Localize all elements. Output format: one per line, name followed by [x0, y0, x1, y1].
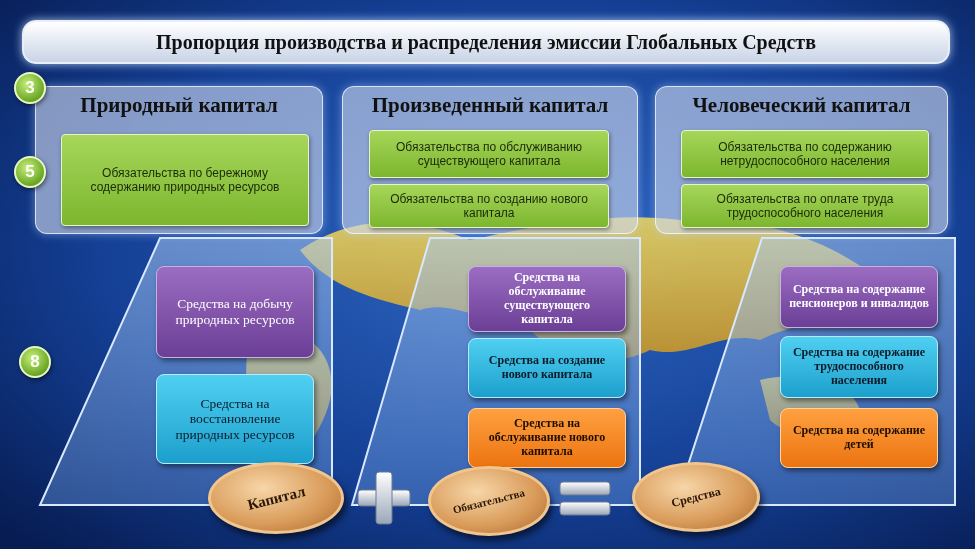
- obligation-box: Обязательства по содержанию нетрудоспосо…: [681, 130, 929, 178]
- panel-heading: Произведенный капитал: [343, 87, 637, 118]
- box-text: Средства на обслуживание существующего к…: [477, 271, 617, 326]
- box-text: Обязательства: [452, 486, 526, 515]
- obligation-box: Обязательства по бережному содержанию пр…: [61, 134, 309, 226]
- funds-box: Средства на содержание пенсионеров и инв…: [780, 266, 938, 328]
- panel-heading: Человеческий капитал: [656, 87, 947, 118]
- box-text: Средства на создание нового капитала: [477, 354, 617, 382]
- funds-box: Средства на обслуживание существующего к…: [468, 266, 626, 332]
- funds-box: Средства на создание нового капитала: [468, 338, 626, 398]
- box-text: Средства на обслуживание нового капитала: [477, 417, 617, 458]
- funds-box: Средства на добычу природных ресурсов: [156, 266, 314, 358]
- box-text: Обязательства по созданию нового капитал…: [378, 192, 600, 221]
- coin: Средства: [632, 462, 760, 532]
- funds-box: Средства на обслуживание нового капитала: [468, 408, 626, 468]
- box-text: Капитал: [245, 483, 306, 514]
- box-text: Средства на содержание пенсионеров и инв…: [789, 283, 929, 311]
- callout-number: 5: [14, 156, 46, 188]
- capital-panel: Человеческий капиталОбязательства по сод…: [655, 86, 948, 234]
- box-text: Средства на содержание трудоспособного н…: [789, 346, 929, 387]
- box-text: Средства: [670, 484, 722, 511]
- box-text: Средства на содержание детей: [789, 424, 929, 452]
- box-text: Средства на добычу природных ресурсов: [165, 296, 305, 327]
- funds-box: Средства на содержание детей: [780, 408, 938, 468]
- callout-number: 3: [14, 72, 46, 104]
- title: Пропорция производства и распределения э…: [22, 20, 950, 64]
- capital-panel: Природный капиталОбязательства по бережн…: [35, 86, 323, 234]
- obligation-box: Обязательства по созданию нового капитал…: [369, 184, 609, 228]
- equals-symbol: [560, 482, 610, 515]
- box-text: Обязательства по бережному содержанию пр…: [70, 166, 300, 195]
- box-text: Обязательства по обслуживанию существующ…: [378, 140, 600, 169]
- box-text: Обязательства по содержанию нетрудоспосо…: [690, 140, 920, 169]
- triangles: [40, 238, 955, 505]
- panel-heading: Природный капитал: [36, 87, 322, 118]
- funds-box: Средства на содержание трудоспособного н…: [780, 336, 938, 398]
- coin: Капитал: [208, 462, 344, 534]
- obligation-box: Обязательства по оплате труда трудоспосо…: [681, 184, 929, 228]
- capital-panel: Произведенный капиталОбязательства по об…: [342, 86, 638, 234]
- coin: Обязательства: [428, 466, 550, 536]
- callout-number: 8: [19, 346, 51, 378]
- box-text: Средства на восстановление природных рес…: [165, 396, 305, 443]
- box-text: Обязательства по оплате труда трудоспосо…: [690, 192, 920, 221]
- funds-box: Средства на восстановление природных рес…: [156, 374, 314, 464]
- obligation-box: Обязательства по обслуживанию существующ…: [369, 130, 609, 178]
- plus-symbol: [358, 472, 410, 524]
